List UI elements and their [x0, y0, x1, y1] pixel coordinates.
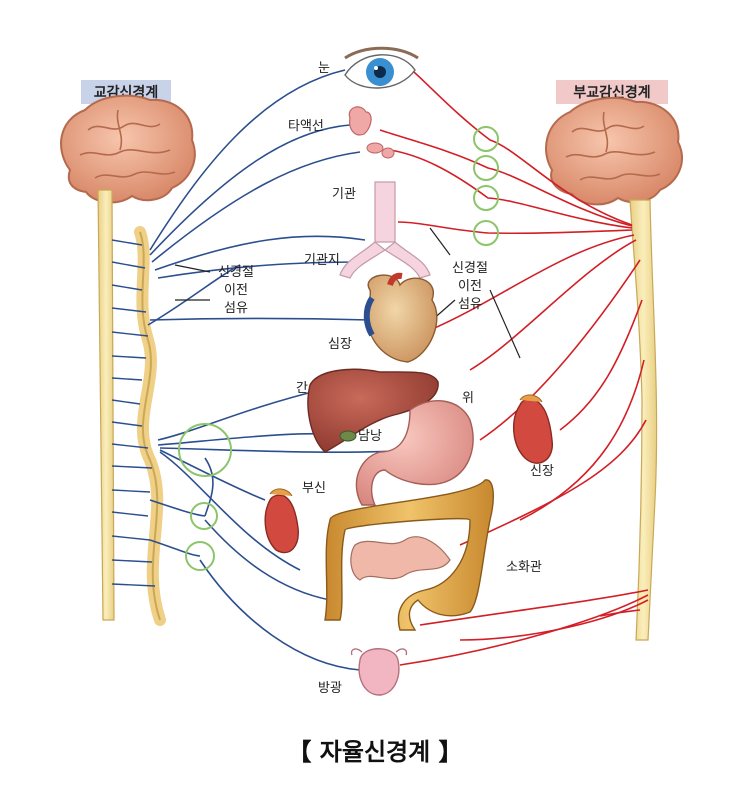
parasympathetic-nerves: [379, 59, 649, 666]
left-spinal-cord: [97, 189, 115, 621]
right-pre-line-1: 신경절: [452, 261, 488, 276]
spinal-root-lines: [111, 239, 156, 587]
label-gallbladder: 담낭: [358, 429, 382, 444]
right-ganglia: [473, 126, 499, 246]
label-adrenal: 부신: [302, 481, 326, 496]
left-pre-line-2: 이전: [224, 283, 248, 298]
label-trachea: 기관: [332, 187, 356, 202]
adrenal-kidney-left: [264, 488, 299, 554]
parasympathetic-system-label: 부교감신경계: [556, 80, 668, 104]
bladder: [350, 648, 408, 696]
salivary-glands: [348, 106, 395, 159]
intestines: [324, 479, 494, 631]
left-ganglia: [178, 423, 232, 571]
right-spinal-cord: [629, 199, 658, 641]
label-bladder: 방광: [318, 681, 342, 696]
label-eye: 눈: [318, 61, 330, 76]
right-pre-line-3: 섬유: [458, 297, 482, 312]
right-preganglionic-label: 신경절 이전 섬유: [414, 227, 521, 359]
stomach: [355, 400, 474, 506]
left-brain: [60, 94, 196, 204]
heart: [363, 272, 438, 363]
gallbladder: [339, 430, 357, 442]
left-preganglionic-label: 신경절 이전 섬유: [174, 264, 254, 316]
label-intestine: 소화관: [506, 560, 542, 575]
right-pre-line-2: 이전: [458, 279, 482, 294]
label-kidney: 신장: [530, 464, 554, 479]
left-pre-line-3: 섬유: [224, 301, 248, 316]
label-bronchi: 기관지: [304, 253, 340, 268]
label-stomach: 위: [462, 391, 474, 406]
diagram-title: 【 자율신경계 】: [287, 738, 463, 766]
right-brain: [545, 96, 683, 206]
eye: [344, 46, 419, 89]
label-heart: 심장: [328, 337, 352, 352]
trachea-bronchi: [339, 181, 431, 279]
label-liver: 간: [296, 381, 308, 396]
left-pre-line-1: 신경절: [218, 265, 254, 280]
kidney-right: [513, 394, 553, 464]
parasympathetic-label-text: 부교감신경계: [573, 84, 650, 101]
label-salivary: 타액선: [288, 119, 324, 134]
